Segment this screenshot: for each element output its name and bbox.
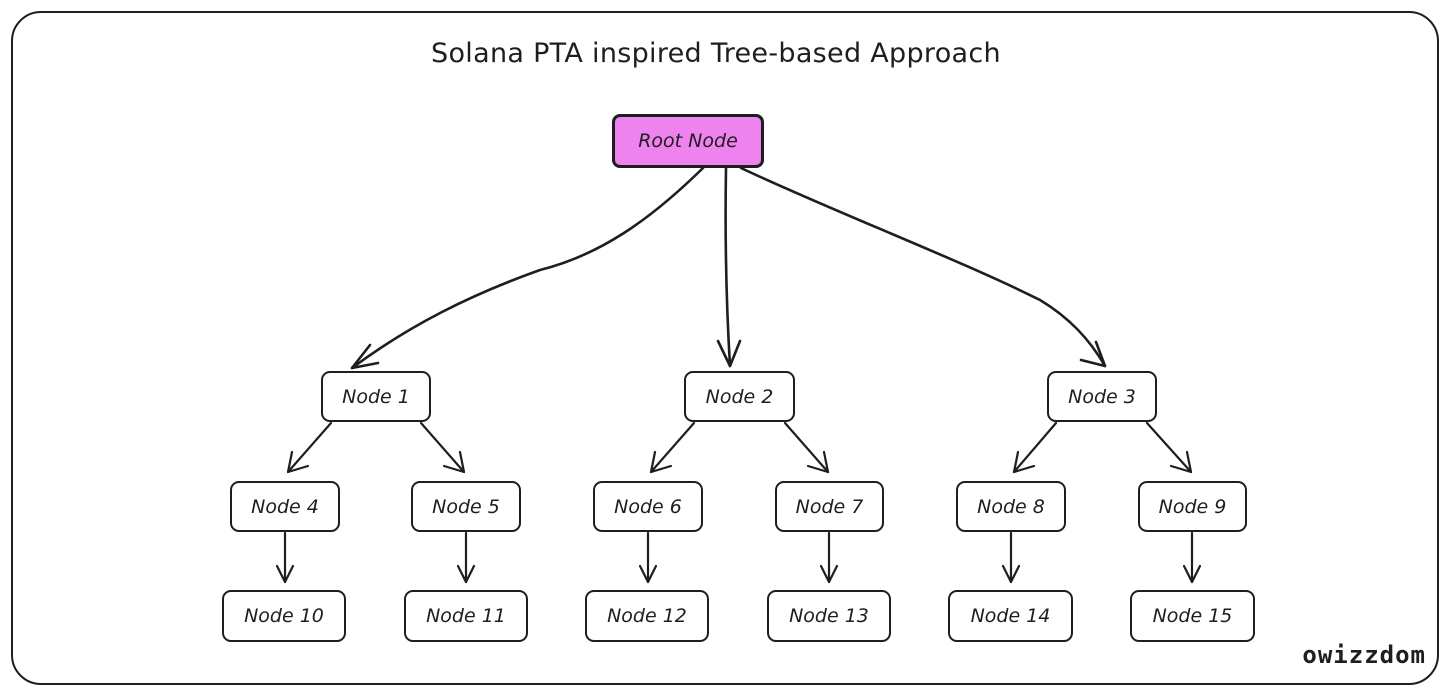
diagram-title: Solana PTA inspired Tree-based Approach: [431, 38, 1001, 69]
node-10-label: Node 10: [244, 605, 324, 627]
arrowhead-node-7: [806, 450, 830, 474]
arrowhead-node-15: [1182, 564, 1202, 584]
arrowhead-node-12: [638, 564, 658, 584]
node-5: Node 5: [411, 481, 521, 532]
node-7: Node 7: [775, 481, 884, 532]
node-1: Node 1: [321, 371, 431, 422]
node-14-label: Node 14: [970, 605, 1051, 627]
arrowhead-node-1: [350, 343, 380, 370]
arrowhead-node-13: [819, 564, 839, 584]
edge-node-2-to-node-7: [783, 421, 830, 474]
node-11: Node 11: [404, 590, 528, 642]
node-8-label: Node 8: [977, 495, 1045, 518]
node-14: Node 14: [948, 590, 1073, 642]
node-9: Node 9: [1138, 481, 1247, 532]
arrowhead-node-11: [456, 564, 476, 584]
arrowhead-node-9: [1169, 450, 1193, 474]
node-9-label: Node 9: [1158, 495, 1227, 518]
node-15: Node 15: [1130, 590, 1255, 642]
arrowhead-node-8: [1012, 450, 1036, 474]
edge-node-3-to-node-8: [1012, 421, 1058, 474]
node-12-label: Node 12: [607, 605, 687, 627]
node-3-label: Node 3: [1068, 385, 1136, 408]
arrowhead-node-2: [716, 339, 742, 368]
edge-root-to-node-3: [739, 166, 1107, 368]
node-15-label: Node 15: [1152, 605, 1233, 627]
edge-node-2-to-node-6: [649, 421, 696, 474]
node-3: Node 3: [1047, 371, 1157, 422]
edge-node-1-to-node-4: [286, 421, 333, 474]
edge-node-1-to-node-5: [419, 421, 466, 474]
node-11-label: Node 11: [426, 605, 506, 627]
node-6-label: Node 6: [614, 495, 682, 518]
node-5-label: Node 5: [432, 495, 500, 518]
arrowhead-node-10: [275, 564, 295, 584]
node-7-label: Node 7: [795, 495, 864, 518]
arrowhead-node-6: [649, 450, 673, 474]
node-1-label: Node 1: [342, 385, 410, 408]
node-8: Node 8: [956, 481, 1066, 532]
node-6: Node 6: [593, 481, 703, 532]
node-2: Node 2: [684, 371, 795, 422]
arrowhead-node-3: [1079, 340, 1107, 368]
node-4: Node 4: [230, 481, 340, 532]
edge-node-3-to-node-9: [1145, 421, 1193, 474]
edge-root-to-node-2: [724, 166, 732, 368]
arrowhead-node-4: [286, 450, 310, 474]
node-12: Node 12: [585, 590, 709, 642]
edge-root-to-node-1: [350, 166, 705, 370]
root-node-label: Root Node: [638, 130, 738, 152]
author-signature: owizzdom: [1302, 641, 1426, 669]
node-13-label: Node 13: [789, 605, 869, 627]
arrowhead-node-5: [442, 450, 466, 474]
arrowhead-node-14: [1001, 564, 1021, 584]
node-13: Node 13: [767, 590, 891, 642]
root-node: Root Node: [612, 114, 764, 168]
node-4-label: Node 4: [251, 495, 319, 518]
node-10: Node 10: [222, 590, 346, 642]
node-2-label: Node 2: [705, 385, 774, 408]
